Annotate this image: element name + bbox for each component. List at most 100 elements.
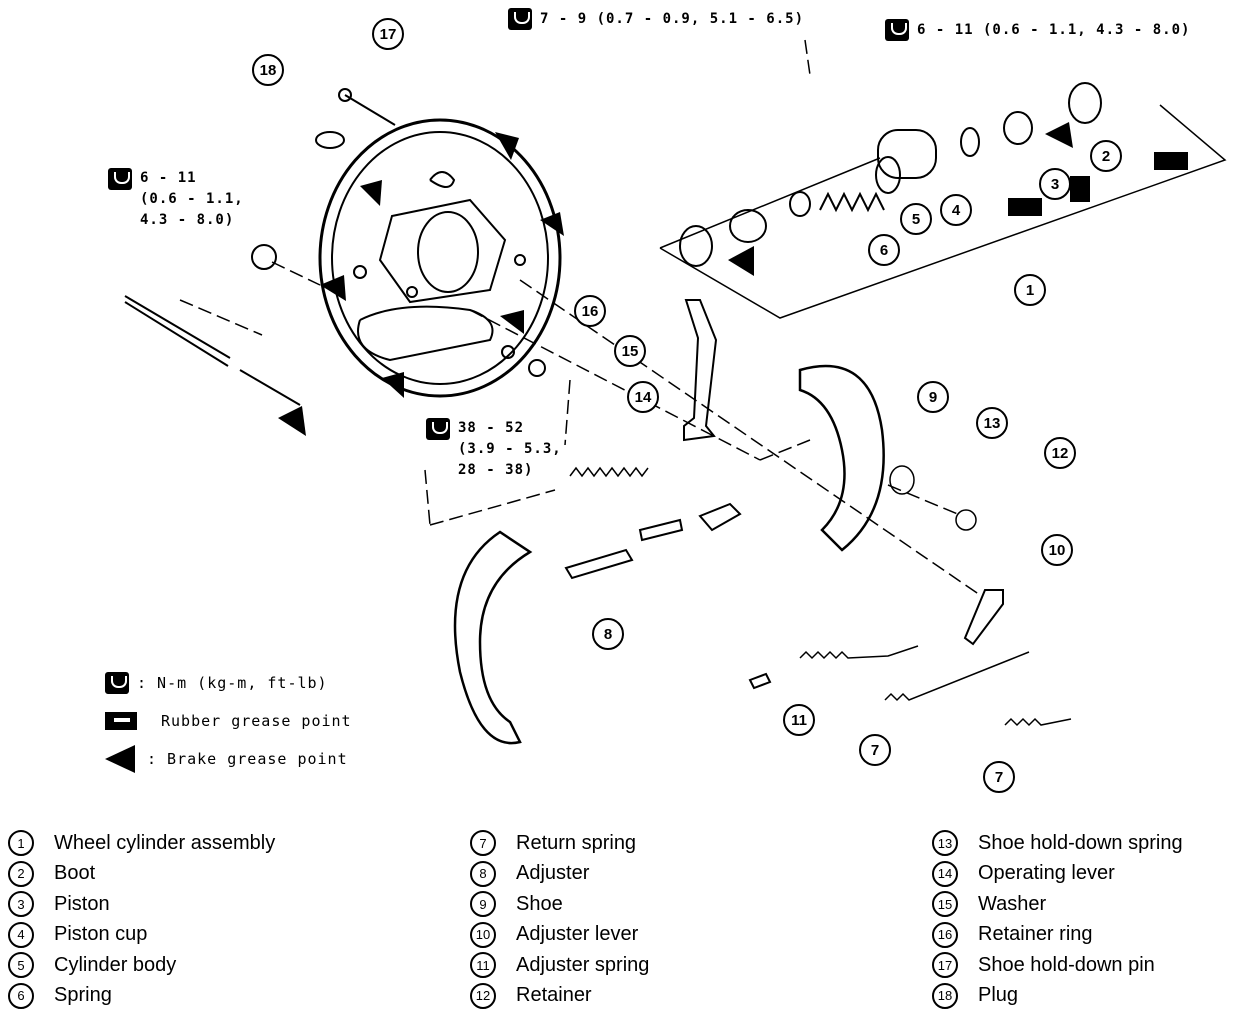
legend-torque: : N-m (kg-m, ft-lb) xyxy=(105,664,352,702)
part-name: Washer xyxy=(978,892,1047,915)
part-number: 1 xyxy=(8,830,34,857)
legend: : N-m (kg-m, ft-lb) Rubber grease point … xyxy=(105,664,352,778)
part-number: 17 xyxy=(932,952,958,979)
part-name: Piston cup xyxy=(54,923,148,946)
callout-18: 18 xyxy=(252,54,284,86)
legend-brake-grease: : Brake grease point xyxy=(105,740,352,778)
leader-lines xyxy=(179,39,981,596)
torque-spec-cylinder-bolts: 6 - 11 (0.6 - 1.1, 4.3 - 8.0) xyxy=(885,19,1190,41)
parts-list-item: 13 Shoe hold-down spring xyxy=(932,828,1183,859)
part-number: 2 xyxy=(8,860,34,887)
parts-list-item: 9 Shoe xyxy=(470,889,649,920)
parking-brake-cable xyxy=(124,295,301,406)
callout-3: 3 xyxy=(1039,168,1071,200)
brake-grease-arrow-icon xyxy=(105,745,135,773)
parts-list-item: 15 Washer xyxy=(932,889,1183,920)
parts-list-item: 14 Operating lever xyxy=(932,859,1183,890)
part-number: 14 xyxy=(932,860,958,887)
parts-list-item: 7 Return spring xyxy=(470,828,649,859)
callout-7: 7 xyxy=(859,734,891,766)
torque-wrench-icon xyxy=(426,418,450,440)
part-name: Operating lever xyxy=(978,862,1115,885)
part-name: Spring xyxy=(54,984,112,1007)
part-number: 10 xyxy=(470,921,496,948)
callout-12: 12 xyxy=(1044,437,1076,469)
parts-list-item: 10 Adjuster lever xyxy=(470,920,649,951)
wheel-cylinder-parts xyxy=(679,82,1102,267)
part-number: 8 xyxy=(470,860,496,887)
parts-list-item: 12 Retainer xyxy=(470,981,649,1012)
callout-15: 15 xyxy=(614,335,646,367)
torque-wrench-icon xyxy=(108,168,132,190)
part-number: 11 xyxy=(470,952,496,979)
part-number: 16 xyxy=(932,921,958,948)
parts-list-item: 18 Plug xyxy=(932,981,1183,1012)
callout-5: 5 xyxy=(900,203,932,235)
callout-4: 4 xyxy=(940,194,972,226)
parts-list-item: 4 Piston cup xyxy=(8,920,275,951)
callout-7-b: 7 xyxy=(983,761,1015,793)
callout-16: 16 xyxy=(574,295,606,327)
part-name: Adjuster lever xyxy=(516,923,639,946)
legend-rubber-grease: Rubber grease point xyxy=(105,702,352,740)
callout-10: 10 xyxy=(1041,534,1073,566)
part-name: Adjuster spring xyxy=(516,953,650,976)
parts-list-col-3: 13 Shoe hold-down spring 14 Operating leve… xyxy=(932,828,1183,1011)
callout-8: 8 xyxy=(592,618,624,650)
part-name: Piston xyxy=(54,892,110,915)
callout-17: 17 xyxy=(372,18,404,50)
part-name: Cylinder body xyxy=(54,953,177,976)
torque-wrench-icon xyxy=(105,672,129,694)
rubber-grease-symbols xyxy=(1008,152,1188,216)
part-name: Shoe xyxy=(516,892,563,915)
parts-list-col-1: 1 Wheel cylinder assembly 2 Boot 3 Piston 4… xyxy=(8,828,275,1011)
torque-spec-bolt-top: 7 - 9 (0.7 - 0.9, 5.1 - 6.5) xyxy=(508,8,804,30)
part-name: Shoe hold-down pin xyxy=(978,953,1155,976)
callout-2: 2 xyxy=(1090,140,1122,172)
part-number: 18 xyxy=(932,982,958,1009)
bolts-and-pins xyxy=(251,88,546,377)
part-name: Retainer xyxy=(516,984,592,1007)
parts-list-item: 17 Shoe hold-down pin xyxy=(932,950,1183,981)
backing-plate xyxy=(318,118,562,398)
parts-list-item: 16 Retainer ring xyxy=(932,920,1183,951)
torque-spec-cable-bolt: 6 - 11 (0.6 - 1.1, 4.3 - 8.0) xyxy=(108,168,244,231)
callout-14: 14 xyxy=(627,381,659,413)
parts-list-item: 3 Piston xyxy=(8,889,275,920)
callout-6: 6 xyxy=(868,234,900,266)
rubber-grease-icon xyxy=(105,712,137,730)
part-number: 5 xyxy=(8,952,34,979)
callout-9: 9 xyxy=(917,381,949,413)
part-number: 7 xyxy=(470,830,496,857)
part-number: 12 xyxy=(470,982,496,1009)
torque-wrench-icon xyxy=(508,8,532,30)
part-number: 13 xyxy=(932,830,958,857)
part-name: Adjuster xyxy=(516,862,590,885)
part-number: 4 xyxy=(8,921,34,948)
springs xyxy=(569,465,1072,727)
part-number: 3 xyxy=(8,891,34,918)
part-name: Return spring xyxy=(516,831,637,854)
part-number: 15 xyxy=(932,891,958,918)
parts-list-item: 8 Adjuster xyxy=(470,859,649,890)
part-name: Wheel cylinder assembly xyxy=(54,831,276,854)
parts-list-item: 2 Boot xyxy=(8,859,275,890)
levers-and-adjuster xyxy=(564,299,1004,690)
part-number: 9 xyxy=(470,891,496,918)
brake-grease-arrows xyxy=(278,122,1073,436)
brake-shoes xyxy=(453,364,885,745)
callout-1: 1 xyxy=(1014,274,1046,306)
part-name: Plug xyxy=(978,984,1019,1007)
torque-wrench-icon xyxy=(885,19,909,41)
callout-13: 13 xyxy=(976,407,1008,439)
part-name: Boot xyxy=(54,862,96,885)
part-name: Shoe hold-down spring xyxy=(978,831,1183,854)
callout-11: 11 xyxy=(783,704,815,736)
part-name: Retainer ring xyxy=(978,923,1093,946)
parts-list-item: 11 Adjuster spring xyxy=(470,950,649,981)
wheel-cylinder-bracket xyxy=(659,104,1227,319)
parts-list-item: 5 Cylinder body xyxy=(8,950,275,981)
